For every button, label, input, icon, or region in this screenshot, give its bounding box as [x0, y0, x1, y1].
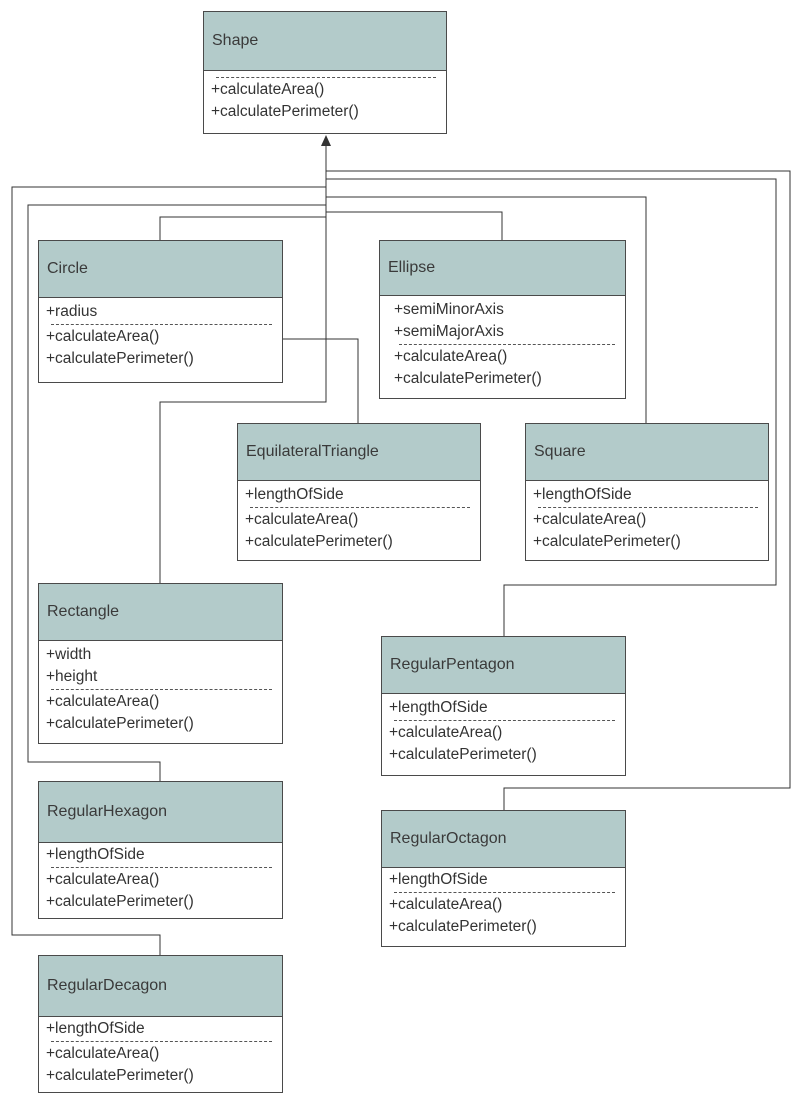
class-regular-octagon: RegularOctagon +lengthOfSide +calculateA…: [381, 810, 626, 947]
class-regular-hexagon: RegularHexagon +lengthOfSide +calculateA…: [38, 781, 283, 919]
class-regular-pentagon: RegularPentagon +lengthOfSide +calculate…: [381, 636, 626, 776]
section-divider: [250, 507, 470, 508]
section-divider: [394, 892, 615, 893]
class-name: Shape: [212, 32, 259, 49]
connector-regular-pentagon: [326, 178, 777, 636]
method: +calculateArea(): [394, 348, 508, 365]
method: +calculatePerimeter(): [389, 746, 537, 763]
attribute: +radius: [46, 303, 98, 320]
method: +calculateArea(): [245, 511, 359, 528]
connector-regular-octagon: [326, 170, 791, 810]
attribute: +lengthOfSide: [245, 486, 344, 503]
class-regular-hexagon-header: RegularHexagon: [39, 782, 282, 843]
class-regular-octagon-header: RegularOctagon: [382, 811, 625, 868]
section-divider: [399, 344, 615, 345]
attribute: +lengthOfSide: [46, 846, 145, 863]
method: +calculateArea(): [46, 693, 160, 710]
class-name: RegularPentagon: [390, 656, 515, 673]
method: +calculatePerimeter(): [394, 370, 542, 387]
attribute: +height: [46, 668, 98, 685]
class-shape-header: Shape: [204, 12, 446, 71]
class-rectangle: Rectangle +width +height +calculateArea(…: [38, 583, 283, 744]
connector-regular-hexagon: [27, 204, 326, 781]
method: +calculateArea(): [46, 1045, 160, 1062]
class-regular-hexagon-body: +lengthOfSide +calculateArea() +calculat…: [39, 843, 282, 915]
class-regular-decagon-body: +lengthOfSide +calculateArea() +calculat…: [39, 1017, 282, 1089]
attribute: +semiMajorAxis: [394, 323, 504, 340]
connector-square: [326, 196, 647, 423]
section-divider: [51, 867, 272, 868]
class-ellipse-body: +semiMinorAxis +semiMajorAxis +calculate…: [380, 296, 625, 392]
method: +calculateArea(): [211, 81, 325, 98]
method: +calculateArea(): [389, 724, 503, 741]
method: +calculateArea(): [389, 896, 503, 913]
section-divider: [51, 324, 272, 325]
method: +calculatePerimeter(): [211, 103, 359, 120]
class-regular-pentagon-body: +lengthOfSide +calculateArea() +calculat…: [382, 694, 625, 768]
attribute: +lengthOfSide: [389, 871, 488, 888]
section-divider: [216, 77, 436, 78]
class-square-header: Square: [526, 424, 768, 481]
class-name: EquilateralTriangle: [246, 443, 379, 460]
attribute: +lengthOfSide: [389, 699, 488, 716]
class-equilateral-triangle-body: +lengthOfSide +calculateArea() +calculat…: [238, 481, 480, 555]
class-shape: Shape +calculateArea() +calculatePerimet…: [203, 11, 447, 134]
attribute: +semiMinorAxis: [394, 301, 504, 318]
generalization-arrowhead: [321, 135, 331, 146]
class-name: Circle: [47, 260, 88, 277]
class-circle-header: Circle: [39, 241, 282, 298]
connector-equilateral-triangle: [283, 338, 359, 423]
class-rectangle-body: +width +height +calculateArea() +calcula…: [39, 641, 282, 737]
class-square-body: +lengthOfSide +calculateArea() +calculat…: [526, 481, 768, 555]
class-name: Square: [534, 443, 586, 460]
class-ellipse-header: Ellipse: [380, 241, 625, 296]
attribute: +lengthOfSide: [533, 486, 632, 503]
method: +calculateArea(): [46, 328, 160, 345]
connector-circle: [159, 216, 326, 240]
class-name: RegularDecagon: [47, 977, 168, 994]
method: +calculatePerimeter(): [533, 533, 681, 550]
class-circle: Circle +radius +calculateArea() +calcula…: [38, 240, 283, 383]
class-rectangle-header: Rectangle: [39, 584, 282, 641]
method: +calculatePerimeter(): [389, 918, 537, 935]
attribute: +lengthOfSide: [46, 1020, 145, 1037]
class-regular-pentagon-header: RegularPentagon: [382, 637, 625, 694]
section-divider: [394, 720, 615, 721]
method: +calculatePerimeter(): [245, 533, 393, 550]
class-name: Rectangle: [47, 603, 120, 620]
connector-rectangle: [159, 145, 327, 583]
class-regular-decagon-header: RegularDecagon: [39, 956, 282, 1017]
method: +calculateArea(): [533, 511, 647, 528]
class-ellipse: Ellipse +semiMinorAxis +semiMajorAxis +c…: [379, 240, 626, 399]
class-name: Ellipse: [388, 259, 436, 276]
section-divider: [538, 507, 758, 508]
class-regular-decagon: RegularDecagon +lengthOfSide +calculateA…: [38, 955, 283, 1093]
class-regular-octagon-body: +lengthOfSide +calculateArea() +calculat…: [382, 868, 625, 940]
class-shape-methods: +calculateArea() +calculatePerimeter(): [204, 71, 446, 125]
connector-ellipse: [326, 211, 503, 240]
class-name: RegularHexagon: [47, 803, 168, 820]
class-name: RegularOctagon: [390, 830, 507, 847]
method: +calculatePerimeter(): [46, 715, 194, 732]
class-square: Square +lengthOfSide +calculateArea() +c…: [525, 423, 769, 561]
section-divider: [51, 689, 272, 690]
method: +calculatePerimeter(): [46, 350, 194, 367]
method: +calculatePerimeter(): [46, 893, 194, 910]
class-equilateral-triangle-header: EquilateralTriangle: [238, 424, 480, 481]
section-divider: [51, 1041, 272, 1042]
class-circle-body: +radius +calculateArea() +calculatePerim…: [39, 298, 282, 372]
class-equilateral-triangle: EquilateralTriangle +lengthOfSide +calcu…: [237, 423, 481, 561]
method: +calculatePerimeter(): [46, 1067, 194, 1084]
method: +calculateArea(): [46, 871, 160, 888]
connector-regular-decagon: [11, 186, 326, 955]
attribute: +width: [46, 646, 92, 663]
